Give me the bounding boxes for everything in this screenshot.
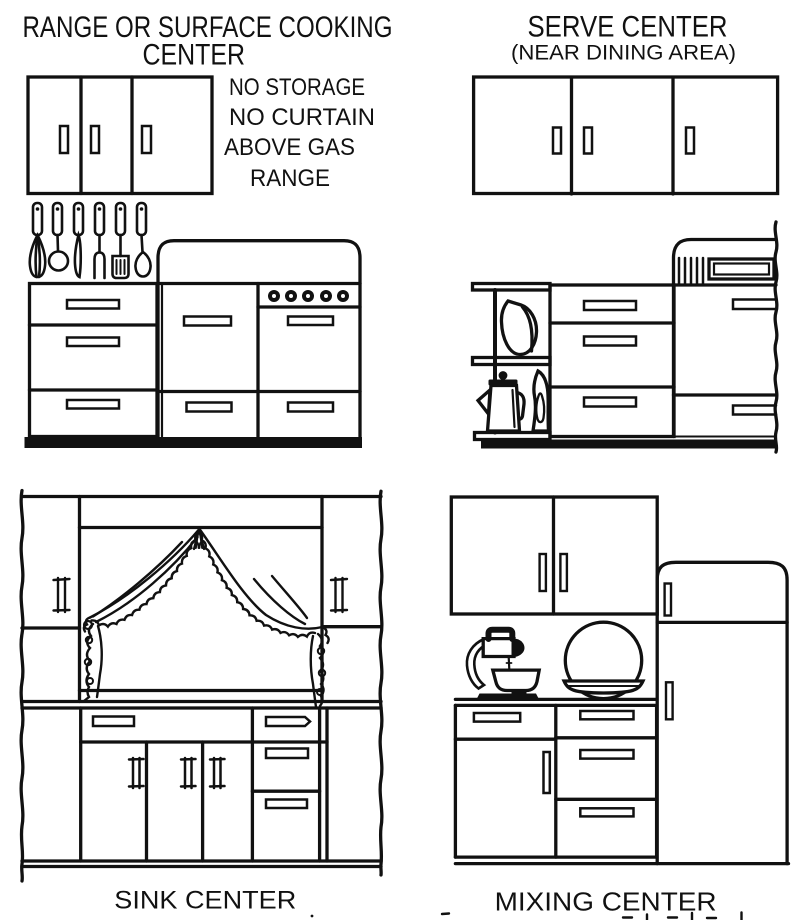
svg-text:RANGE: RANGE	[250, 165, 330, 192]
svg-text:CENTER: CENTER	[143, 39, 246, 72]
svg-text:ABOVE GAS: ABOVE GAS	[224, 134, 355, 161]
svg-text:MIXING CENTER: MIXING CENTER	[495, 889, 717, 917]
svg-text:(NEAR DINING AREA): (NEAR DINING AREA)	[511, 42, 736, 65]
svg-text:RANGE OR SURFACE COOKING: RANGE OR SURFACE COOKING	[23, 11, 393, 44]
svg-text:NO CURTAIN: NO CURTAIN	[229, 104, 375, 131]
svg-text:SERVE CENTER: SERVE CENTER	[528, 11, 728, 44]
svg-text:SINK CENTER: SINK CENTER	[114, 887, 296, 915]
svg-text:NO STORAGE: NO STORAGE	[229, 74, 365, 101]
